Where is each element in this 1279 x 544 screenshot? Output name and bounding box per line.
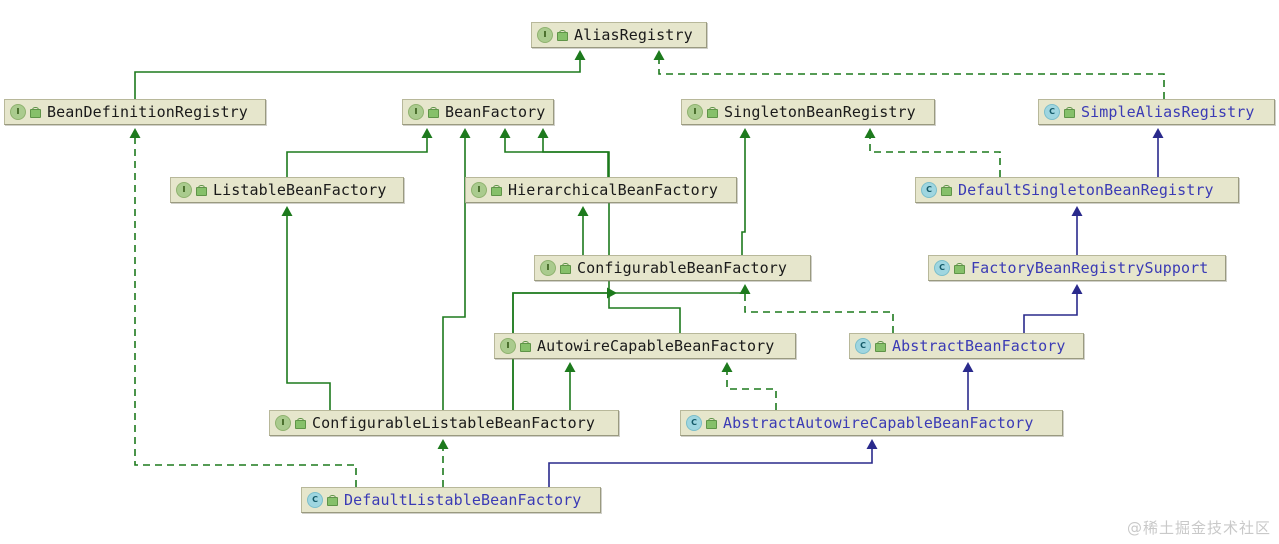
node-label: SingletonBeanRegistry	[724, 103, 916, 121]
node-label: AutowireCapableBeanFactory	[537, 337, 775, 355]
interface-icon: I	[537, 27, 553, 43]
class-icon: C	[307, 492, 323, 508]
edge-beandefinitionregistry-aliasregistry	[134, 50, 586, 99]
node-icons: I	[408, 104, 439, 120]
uml-node-defaultlistablebeanfactory[interactable]: C DefaultListableBeanFactory	[301, 487, 601, 513]
lock-icon	[1063, 106, 1075, 118]
edge-configurablelistablebeanfactory-beanfactory	[442, 128, 471, 410]
lock-icon	[559, 262, 571, 274]
node-icons: I	[471, 182, 502, 198]
node-icons: C	[921, 182, 952, 198]
node-label: AbstractAutowireCapableBeanFactory	[723, 414, 1034, 432]
node-label: ConfigurableListableBeanFactory	[312, 414, 596, 432]
lock-icon	[490, 184, 502, 196]
edge-simplealiasregistry-aliasregistry	[653, 50, 1165, 99]
lock-icon	[326, 494, 338, 506]
uml-node-configurablebeanfactory[interactable]: I ConfigurableBeanFactory	[534, 255, 811, 281]
node-label: AbstractBeanFactory	[892, 337, 1066, 355]
lock-icon	[874, 340, 886, 352]
node-label: FactoryBeanRegistrySupport	[971, 259, 1209, 277]
node-icons: I	[176, 182, 207, 198]
edge-defaultsingletonbeanregistry-singletonbeanregistry	[864, 128, 1001, 177]
node-icons: I	[687, 104, 718, 120]
lock-icon	[294, 417, 306, 429]
lock-icon	[427, 106, 439, 118]
uml-node-hierarchicalbeanfactory[interactable]: I HierarchicalBeanFactory	[465, 177, 737, 203]
node-label: DefaultSingletonBeanRegistry	[958, 181, 1214, 199]
node-icons: I	[537, 27, 568, 43]
lock-icon	[705, 417, 717, 429]
uml-node-beanfactory[interactable]: I BeanFactory	[402, 99, 554, 125]
interface-icon: I	[500, 338, 516, 354]
node-label: DefaultListableBeanFactory	[344, 491, 582, 509]
node-label: BeanFactory	[445, 103, 546, 121]
class-icon: C	[855, 338, 871, 354]
uml-node-singletonbeanregistry[interactable]: I SingletonBeanRegistry	[681, 99, 935, 125]
uml-node-aliasregistry[interactable]: I AliasRegistry	[531, 22, 707, 48]
node-label: BeanDefinitionRegistry	[47, 103, 248, 121]
interface-icon: I	[275, 415, 291, 431]
node-icons: C	[307, 492, 338, 508]
edge-abstractbeanfactory-configurablebeanfactory	[739, 284, 894, 333]
uml-node-listablebeanfactory[interactable]: I ListableBeanFactory	[170, 177, 404, 203]
node-label: HierarchicalBeanFactory	[508, 181, 719, 199]
edge-configurablelistablebeanfactory-listablebeanfactory	[281, 206, 331, 410]
node-icons: I	[540, 260, 571, 276]
uml-node-autowirecapablebeanfactory[interactable]: I AutowireCapableBeanFactory	[494, 333, 796, 359]
edge-listablebeanfactory-beanfactory	[286, 128, 433, 177]
edge-autowirecapablebeanfactory-beanfactory	[537, 128, 681, 333]
node-icons: C	[934, 260, 965, 276]
uml-node-simplealiasregistry[interactable]: C SimpleAliasRegistry	[1038, 99, 1275, 125]
interface-icon: I	[10, 104, 26, 120]
node-icons: I	[275, 415, 306, 431]
class-icon: C	[686, 415, 702, 431]
edge-defaultlistablebeanfactory-abstractautowirecapablebeanfactory	[548, 439, 878, 487]
node-icons: I	[500, 338, 531, 354]
node-icons: I	[10, 104, 41, 120]
node-icons: C	[855, 338, 886, 354]
interface-icon: I	[540, 260, 556, 276]
uml-node-beandefinitionregistry[interactable]: I BeanDefinitionRegistry	[4, 99, 266, 125]
lock-icon	[953, 262, 965, 274]
node-label: AliasRegistry	[574, 26, 693, 44]
edge-abstractautowirecapablebeanfactory-autowirecapablebeanfactory	[721, 362, 777, 410]
node-label: SimpleAliasRegistry	[1081, 103, 1255, 121]
node-label: ListableBeanFactory	[213, 181, 387, 199]
lock-icon	[556, 29, 568, 41]
edge-hierarchicalbeanfactory-beanfactory	[499, 128, 609, 177]
class-icon: C	[921, 182, 937, 198]
interface-icon: I	[176, 182, 192, 198]
uml-node-abstractbeanfactory[interactable]: C AbstractBeanFactory	[849, 333, 1084, 359]
class-icon: C	[934, 260, 950, 276]
lock-icon	[195, 184, 207, 196]
node-label: ConfigurableBeanFactory	[577, 259, 788, 277]
interface-icon: I	[471, 182, 487, 198]
lock-icon	[519, 340, 531, 352]
edge-configurablebeanfactory-singletonbeanregistry	[739, 128, 751, 255]
watermark: @稀土掘金技术社区	[1126, 519, 1271, 537]
uml-node-abstractautowirecapablebeanfactory[interactable]: C AbstractAutowireCapableBeanFactory	[680, 410, 1063, 436]
class-icon: C	[1044, 104, 1060, 120]
uml-node-defaultsingletonbeanregistry[interactable]: C DefaultSingletonBeanRegistry	[915, 177, 1239, 203]
lock-icon	[940, 184, 952, 196]
node-icons: C	[1044, 104, 1075, 120]
interface-icon: I	[687, 104, 703, 120]
lock-icon	[706, 106, 718, 118]
node-icons: C	[686, 415, 717, 431]
edge-abstractbeanfactory-factorybeanregistrysupport	[1023, 284, 1083, 333]
uml-node-factorybeanregistrysupport[interactable]: C FactoryBeanRegistrySupport	[928, 255, 1226, 281]
uml-node-configurablelistablebeanfactory[interactable]: I ConfigurableListableBeanFactory	[269, 410, 619, 436]
lock-icon	[29, 106, 41, 118]
interface-icon: I	[408, 104, 424, 120]
